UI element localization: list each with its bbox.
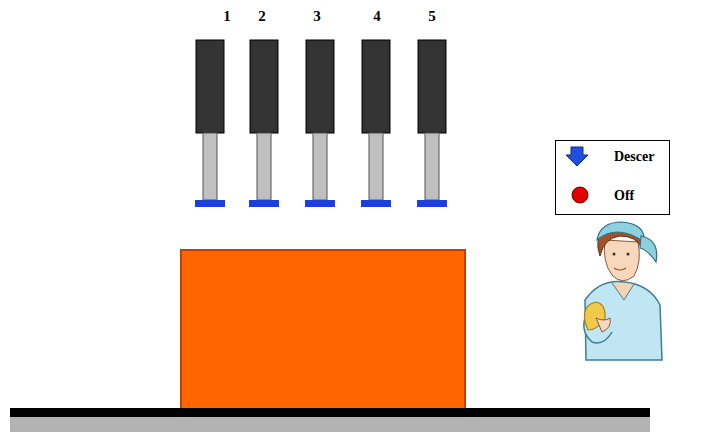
- actuator: [361, 40, 391, 207]
- panel-label: Descer: [614, 149, 654, 165]
- callout-number: 2: [258, 8, 266, 25]
- workpiece-block: [181, 250, 465, 410]
- control-panel: DescerOff: [555, 140, 670, 215]
- actuator: [305, 40, 335, 207]
- actuator-set: [195, 40, 447, 207]
- down-arrow-icon: [566, 147, 588, 166]
- callout-number: 5: [428, 8, 436, 25]
- actuator: [195, 40, 225, 207]
- ground-base: [10, 417, 650, 432]
- operator-figure: [584, 222, 662, 360]
- callout-number: 3: [313, 8, 321, 25]
- ground-bar: [10, 408, 650, 417]
- off-lamp-icon: [572, 187, 588, 203]
- panel-label: Off: [614, 188, 634, 204]
- actuator: [417, 40, 447, 207]
- actuator: [249, 40, 279, 207]
- callout-number: 1: [223, 8, 231, 25]
- callout-number: 4: [373, 8, 381, 25]
